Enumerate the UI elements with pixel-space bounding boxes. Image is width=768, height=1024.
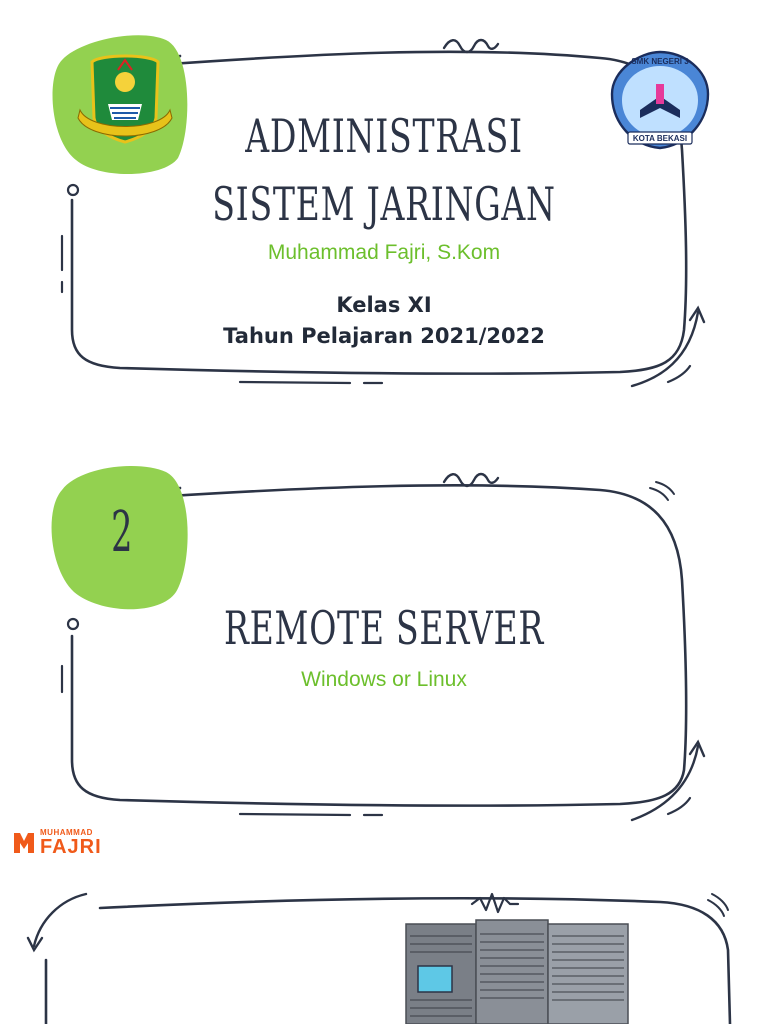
section-title: Remote Server bbox=[224, 601, 544, 655]
slide-3 bbox=[0, 880, 768, 1024]
slide-2: 2 Remote Server Windows or Linux bbox=[0, 430, 768, 830]
section-number: 2 bbox=[111, 500, 133, 565]
class-label: Kelas XI bbox=[336, 293, 432, 317]
title-line-1: Administrasi bbox=[245, 109, 523, 163]
hand-drawn-frame bbox=[26, 892, 732, 1024]
server-rack-icon bbox=[405, 919, 629, 1024]
slide-1: KOTA BEKASI SMK NEGERI 3 Administrasi Si… bbox=[0, 0, 768, 420]
brand-top-text: MUHAMMAD bbox=[40, 828, 93, 837]
green-blob bbox=[51, 466, 188, 610]
brand-logo: MUHAMMAD FAJRI bbox=[12, 828, 102, 857]
title-line-2: Sistem Jaringan bbox=[212, 177, 556, 231]
section-subtitle: Windows or Linux bbox=[301, 668, 467, 691]
hand-drawn-frame: KOTA BEKASI SMK NEGERI 3 bbox=[52, 35, 710, 388]
school-emblem-icon: KOTA BEKASI SMK NEGERI 3 bbox=[610, 50, 710, 150]
year-label: Tahun Pelajaran 2021/2022 bbox=[223, 324, 545, 348]
school-emblem-top-text: SMK NEGERI 3 bbox=[631, 57, 689, 66]
mf-logo-icon bbox=[14, 832, 34, 853]
brand-bottom-text: FAJRI bbox=[40, 836, 102, 858]
west-java-emblem-icon bbox=[77, 54, 173, 144]
author-name: Muhammad Fajri, S.Kom bbox=[267, 241, 501, 264]
hand-drawn-frame bbox=[51, 466, 706, 822]
school-emblem-bottom-text: KOTA BEKASI bbox=[633, 134, 687, 143]
